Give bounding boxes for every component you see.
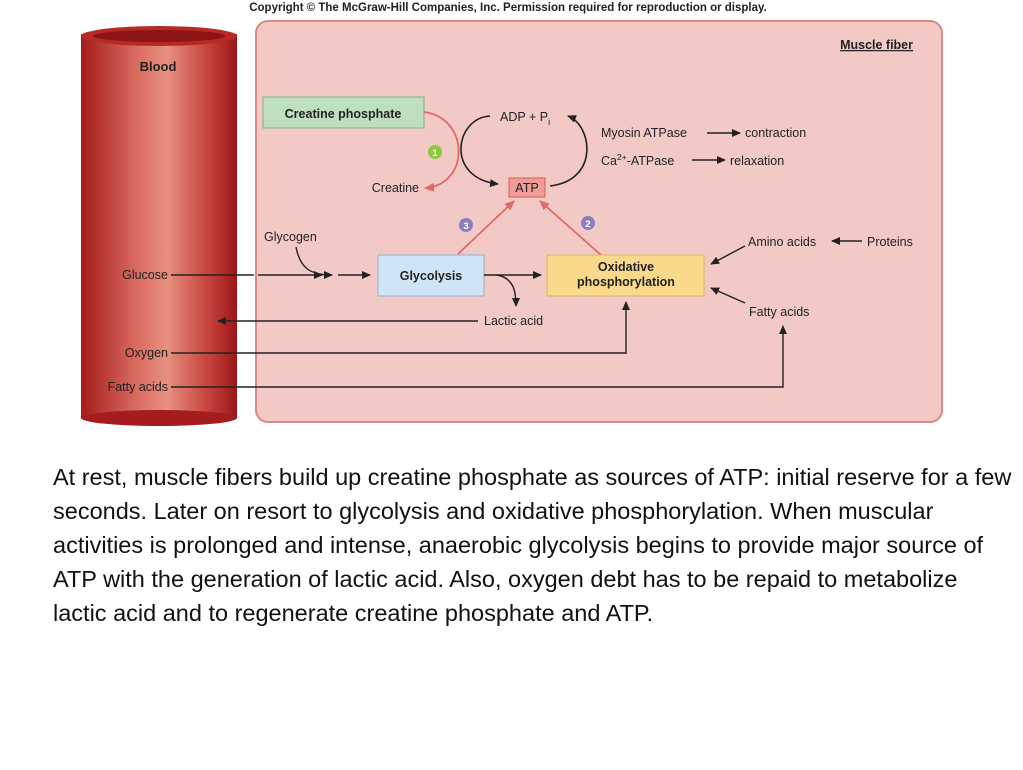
copyright-notice: Copyright © The McGraw-Hill Companies, I… [249, 2, 767, 14]
ca-atpase-rest: -ATPase [627, 154, 675, 168]
creatine-phosphate-label: Creatine phosphate [285, 107, 402, 121]
blood-glucose-label: Glucose [122, 268, 168, 282]
lactic-acid-label: Lactic acid [484, 314, 543, 328]
energy-pathways-diagram: Copyright © The McGraw-Hill Companies, I… [81, 2, 943, 426]
oxidative-phosphorylation-box [546, 254, 705, 297]
cycle-left-arrow [460, 115, 499, 188]
amino-to-oxidative-arrow [710, 245, 746, 265]
glycogen-label: Glycogen [264, 230, 317, 244]
oxidative-to-atp-arrow [539, 200, 602, 256]
step-3-number: 3 [463, 221, 468, 232]
fatty-acids-to-oxidative-arrow [710, 287, 746, 304]
adp-pi-subscript: i [548, 117, 550, 127]
amino-acids-label: Amino acids [748, 235, 816, 249]
atp-box [508, 177, 546, 198]
to-lactic-acid-arrow [496, 274, 520, 307]
atp-label: ATP [515, 181, 538, 195]
blood-label: Blood [140, 59, 177, 74]
glycolysis-to-atp-arrow [457, 200, 515, 255]
step-1-badge [428, 145, 442, 159]
ca-atpase-label: Ca2+-ATPase [601, 152, 674, 168]
blood-fatty-acids-arrow [171, 325, 787, 388]
contraction-label: contraction [745, 126, 806, 140]
oxygen-arrow [171, 301, 630, 354]
step-3-badge [459, 218, 473, 232]
adp-pi-label: ADP + Pi [500, 110, 550, 127]
cycle-right-arrow [549, 115, 588, 187]
proteins-label: Proteins [867, 235, 913, 249]
muscle-fiber-panel [255, 20, 943, 423]
oxidative-line2: phosphorylation [577, 275, 675, 289]
blood-fatty-acids-label: Fatty acids [108, 380, 168, 394]
ca-atpase-sup: 2+ [617, 152, 627, 162]
blood-oxygen-label: Oxygen [125, 346, 168, 360]
step-2-badge [581, 216, 595, 230]
muscle-fiber-label: Muscle fiber [840, 38, 913, 52]
myosin-atpase-label: Myosin ATPase [601, 126, 687, 140]
step-1-number: 1 [432, 148, 438, 159]
caption-text: At rest, muscle fibers build up creatine… [53, 464, 1012, 626]
fiber-fatty-acids-label: Fatty acids [749, 305, 809, 319]
glycogen-arrow [295, 246, 333, 279]
step-2-number: 2 [585, 219, 590, 230]
blood-vessel [81, 26, 237, 426]
oxidative-line1: Oxidative [598, 260, 654, 274]
creatine-label: Creatine [372, 181, 419, 195]
ca-atpase-base: Ca [601, 154, 617, 168]
relaxation-label: relaxation [730, 154, 784, 168]
creatine-phosphate-arrow [423, 111, 460, 192]
glycolysis-label: Glycolysis [400, 269, 463, 283]
adp-pi-main: ADP + P [500, 110, 548, 124]
